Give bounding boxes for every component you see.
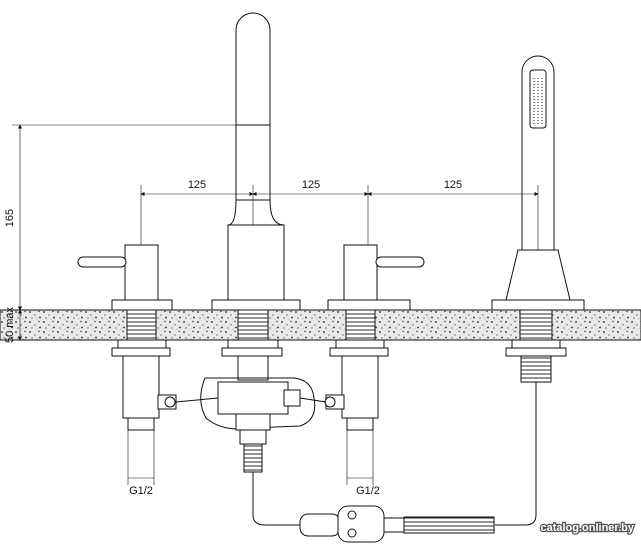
dim-spacing-1: 125 xyxy=(188,179,206,191)
thread-label-left: G1/2 xyxy=(129,485,153,497)
dim-deck-thickness: 50 max xyxy=(4,306,16,343)
dim-spacing-2: 125 xyxy=(302,179,320,191)
spout xyxy=(211,12,301,381)
right-valve xyxy=(324,244,425,431)
dimension-lines xyxy=(12,124,539,485)
thread-label-right: G1/2 xyxy=(356,485,380,497)
left-valve xyxy=(77,244,177,431)
watermark: catalog.onliner.by xyxy=(540,522,634,534)
dim-height: 165 xyxy=(4,209,16,227)
hand-shower xyxy=(491,55,585,383)
dim-spacing-3: 125 xyxy=(444,179,462,191)
diverter-assembly xyxy=(175,377,537,543)
